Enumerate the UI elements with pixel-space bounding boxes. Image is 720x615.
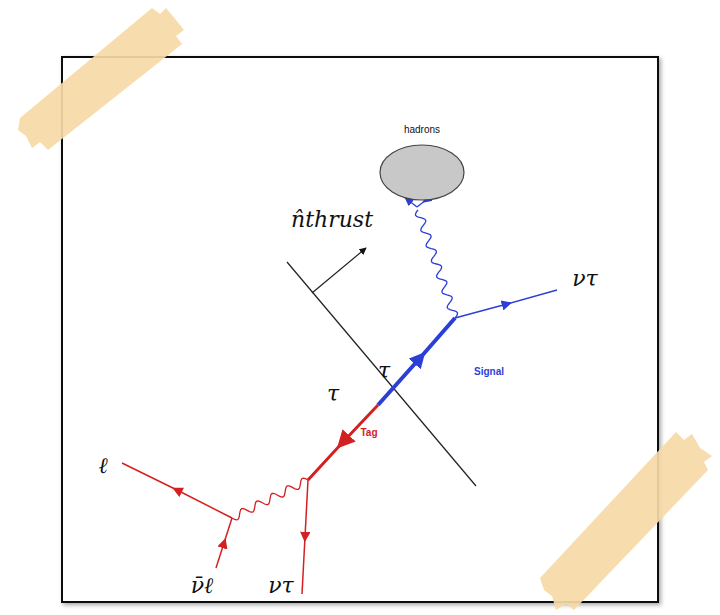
node-heading: hadrons: [370, 124, 474, 135]
side-label: Signal: [474, 367, 504, 377]
side-label: Tag: [360, 428, 377, 438]
particle-label: ν̄ℓ: [191, 575, 214, 597]
hadron-ellipse: [380, 145, 464, 200]
signal-tau-line: [378, 318, 455, 405]
particle-label: ℓ: [98, 455, 107, 477]
w-boson-wave: [232, 478, 308, 520]
neutrino-line: [455, 290, 557, 318]
tag-tau-line: [308, 405, 378, 480]
particle-label: ντ: [268, 575, 294, 597]
tape: [18, 8, 184, 150]
antineutrino-line: [216, 518, 232, 568]
w-boson-wave: [416, 210, 458, 318]
particle-label: τ: [378, 360, 390, 382]
thrust-axis-label: n̂thrust: [291, 209, 373, 231]
frame: [62, 57, 658, 602]
lepton-line: [122, 463, 232, 518]
hadron-ellipse: [370, 124, 474, 204]
neutrino-line: [302, 480, 308, 594]
thrust-normal: [312, 248, 366, 293]
tape: [540, 432, 712, 610]
hadron-blob: hadrons: [370, 124, 474, 204]
particle-label: τ: [327, 383, 339, 405]
particle-label: ντ: [572, 268, 598, 290]
